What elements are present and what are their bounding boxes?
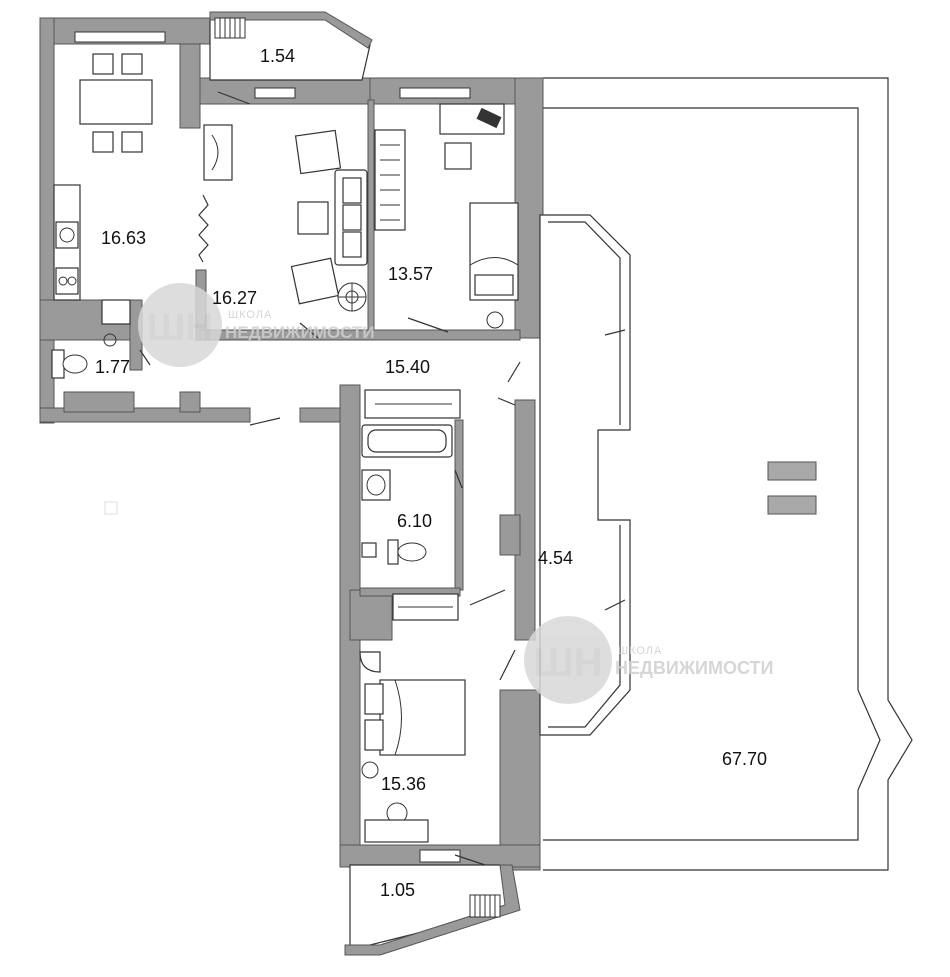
coffee-table-icon (297, 201, 329, 235)
chair-icon (444, 142, 472, 170)
fireplace-icon (203, 124, 233, 181)
washbasin-icon (101, 299, 131, 347)
terrace-vent-2 (767, 495, 817, 515)
bed-icon (469, 202, 519, 301)
watermark-logo-2: ШН ШКОЛА НЕДВИЖИМОСТИ (524, 616, 773, 704)
toilet-icon (51, 349, 88, 379)
windows (74, 31, 471, 863)
bathroom-toilet-icon (387, 539, 427, 565)
area-kitchen: 16.63 (101, 228, 146, 248)
armchair-icon (290, 129, 342, 305)
area-bedroom-1: 13.57 (388, 264, 433, 284)
watermark-line2-2: НЕДВИЖИМОСТИ (615, 658, 773, 678)
nightstand-icon (486, 311, 504, 329)
floor-lamp-icon (337, 282, 367, 312)
kitchen-counter-icon (53, 184, 81, 301)
hall-wardrobe-icon (364, 389, 461, 419)
bedroom2-wardrobe-icon (392, 593, 459, 621)
area-wc: 1.77 (95, 357, 130, 377)
balcony-top (209, 11, 373, 81)
watermark-line2-1: НЕДВИЖИМОСТИ (225, 323, 375, 342)
loggia-outline (539, 214, 631, 736)
doors (139, 91, 626, 866)
bedroom2-lamp-icon (361, 761, 379, 779)
watermark-logo-text-2: ШН (533, 641, 602, 685)
area-living-room: 16.27 (212, 288, 257, 308)
bathroom-sink-icon (361, 469, 391, 501)
bedroom2-desk-icon (364, 819, 429, 843)
sliding-partition (198, 194, 209, 263)
area-balcony-top: 1.54 (260, 46, 295, 66)
sofa-icon (334, 169, 368, 266)
area-loggia: 4.54 (538, 548, 573, 568)
balcony-bottom (344, 864, 521, 956)
desk-icon (439, 103, 505, 135)
bedroom2-corner-icon (359, 651, 381, 673)
watermark-logo-text-1: ШН (147, 307, 213, 349)
area-bedroom-2: 15.36 (381, 774, 426, 794)
area-balcony-bottom: 1.05 (380, 880, 415, 900)
marker-square (104, 501, 118, 515)
area-terrace: 67.70 (722, 749, 767, 769)
watermark-line1-1: ШКОЛА (228, 309, 272, 321)
watermark-line1-2: ШКОЛА (618, 645, 662, 657)
wardrobe-icon (374, 129, 406, 231)
bedroom2-bed-icon (364, 679, 466, 756)
watermark-logo-1: ШН ШКОЛА НЕДВИЖИМОСТИ (138, 283, 375, 367)
terrace-outline (543, 77, 913, 871)
terrace-vent-1 (767, 461, 817, 481)
dining-table-icon (79, 53, 153, 153)
bathtub-icon (361, 424, 453, 458)
shower-drain-icon (361, 542, 377, 558)
area-bathroom: 6.10 (397, 511, 432, 531)
area-hall: 15.40 (385, 357, 430, 377)
